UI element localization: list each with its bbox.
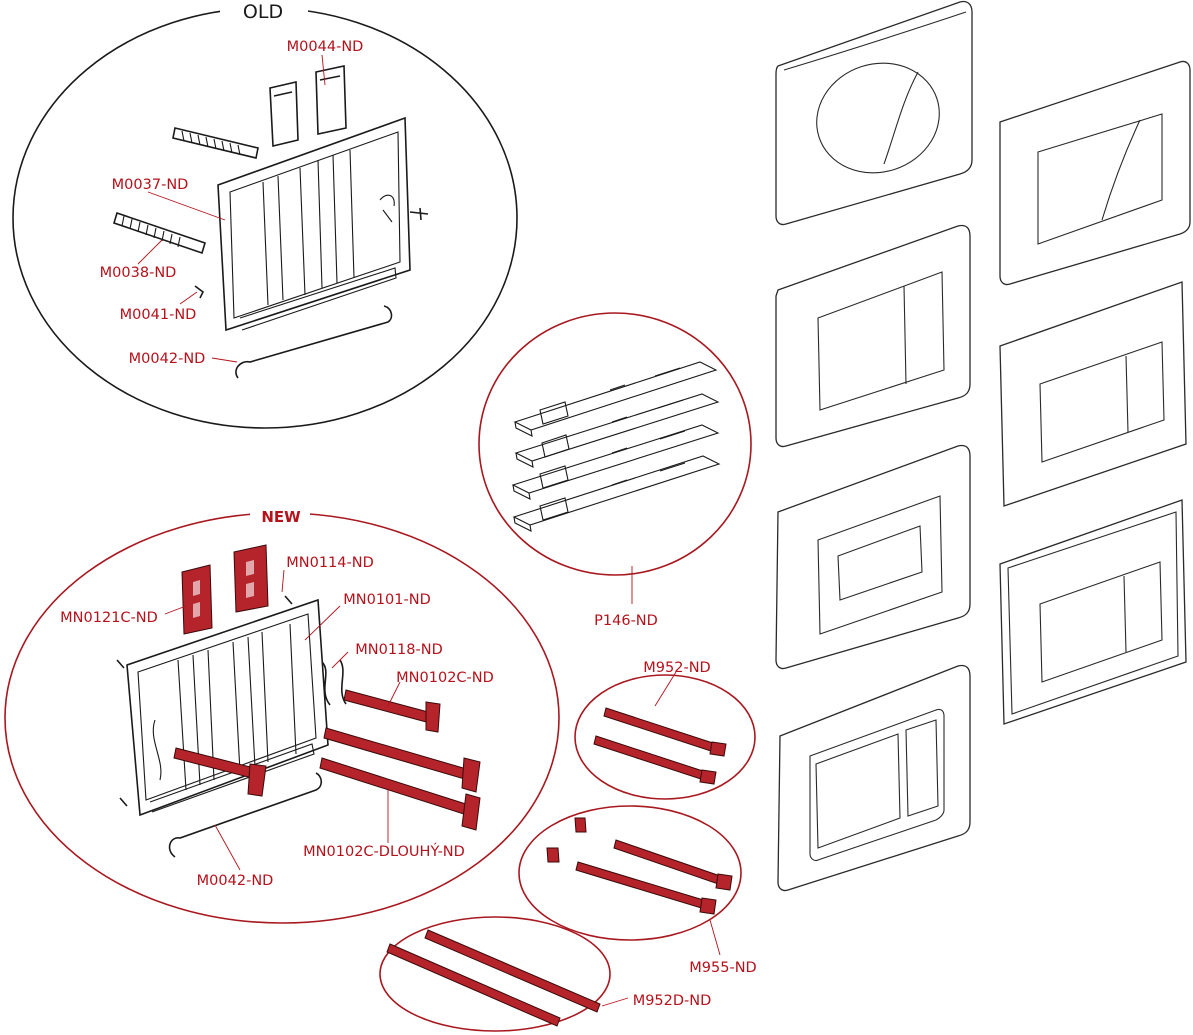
label-m0038: M0038-ND: [100, 265, 177, 281]
new-clips: [181, 544, 269, 635]
flush-plates: [775, 0, 1191, 892]
label-m0042-old: M0042-ND: [129, 351, 206, 367]
plate-single-rect: [775, 444, 971, 670]
m955-caps: [546, 817, 587, 863]
m952d-rod-1: [424, 929, 601, 1013]
plate-oval: [775, 0, 973, 226]
m952d-group: M952D-ND: [379, 916, 712, 1032]
old-group-title: OLD: [243, 1, 283, 23]
m952-group: M952-ND: [574, 660, 756, 800]
old-wire: [235, 305, 393, 379]
new-group-title: NEW: [261, 508, 301, 526]
label-mn0118: MN0118-ND: [355, 642, 443, 658]
label-mn0102c-dlouhy: MN0102C-DLOUHÝ-ND: [303, 843, 465, 860]
new-group: NEW: [4, 505, 560, 924]
plate-slanted: [999, 60, 1191, 286]
label-m0042-new: M0042-ND: [197, 873, 274, 889]
label-mn0102c: MN0102C-ND: [396, 670, 494, 686]
m952d-rod-2: [386, 943, 561, 1027]
template-sheets: [511, 361, 721, 532]
label-m0037: M0037-ND: [112, 177, 189, 193]
plate-rounded-double: [777, 664, 971, 892]
old-screw-right: [409, 207, 429, 221]
new-screws: [116, 595, 293, 807]
label-m0044: M0044-ND: [287, 39, 364, 55]
m955-group: M955-ND: [518, 805, 757, 976]
old-rods: [113, 127, 259, 255]
new-frame: [126, 598, 329, 817]
label-m955: M955-ND: [689, 960, 756, 976]
plate-flat-split: [999, 281, 1187, 507]
old-clips: [269, 65, 347, 148]
old-group: OLD M0044-ND M0037-ND: [12, 0, 518, 429]
label-m0041: M0041-ND: [120, 307, 197, 323]
new-red-rods: [173, 689, 481, 831]
old-frame: [217, 116, 411, 332]
new-springs: [321, 659, 347, 706]
label-m952d: M952D-ND: [633, 993, 712, 1009]
label-mn0101: MN0101-ND: [343, 592, 431, 608]
label-p146: P146-ND: [594, 613, 658, 629]
new-wire: [168, 772, 323, 858]
label-mn0114: MN0114-ND: [286, 555, 374, 571]
label-mn0121c: MN0121C-ND: [60, 610, 158, 626]
old-screw-left: [194, 285, 205, 299]
plate-rounded-split: [775, 224, 971, 448]
p146-group: P146-ND: [478, 312, 752, 629]
label-m952: M952-ND: [643, 660, 710, 676]
plate-framed-split: [999, 499, 1187, 725]
